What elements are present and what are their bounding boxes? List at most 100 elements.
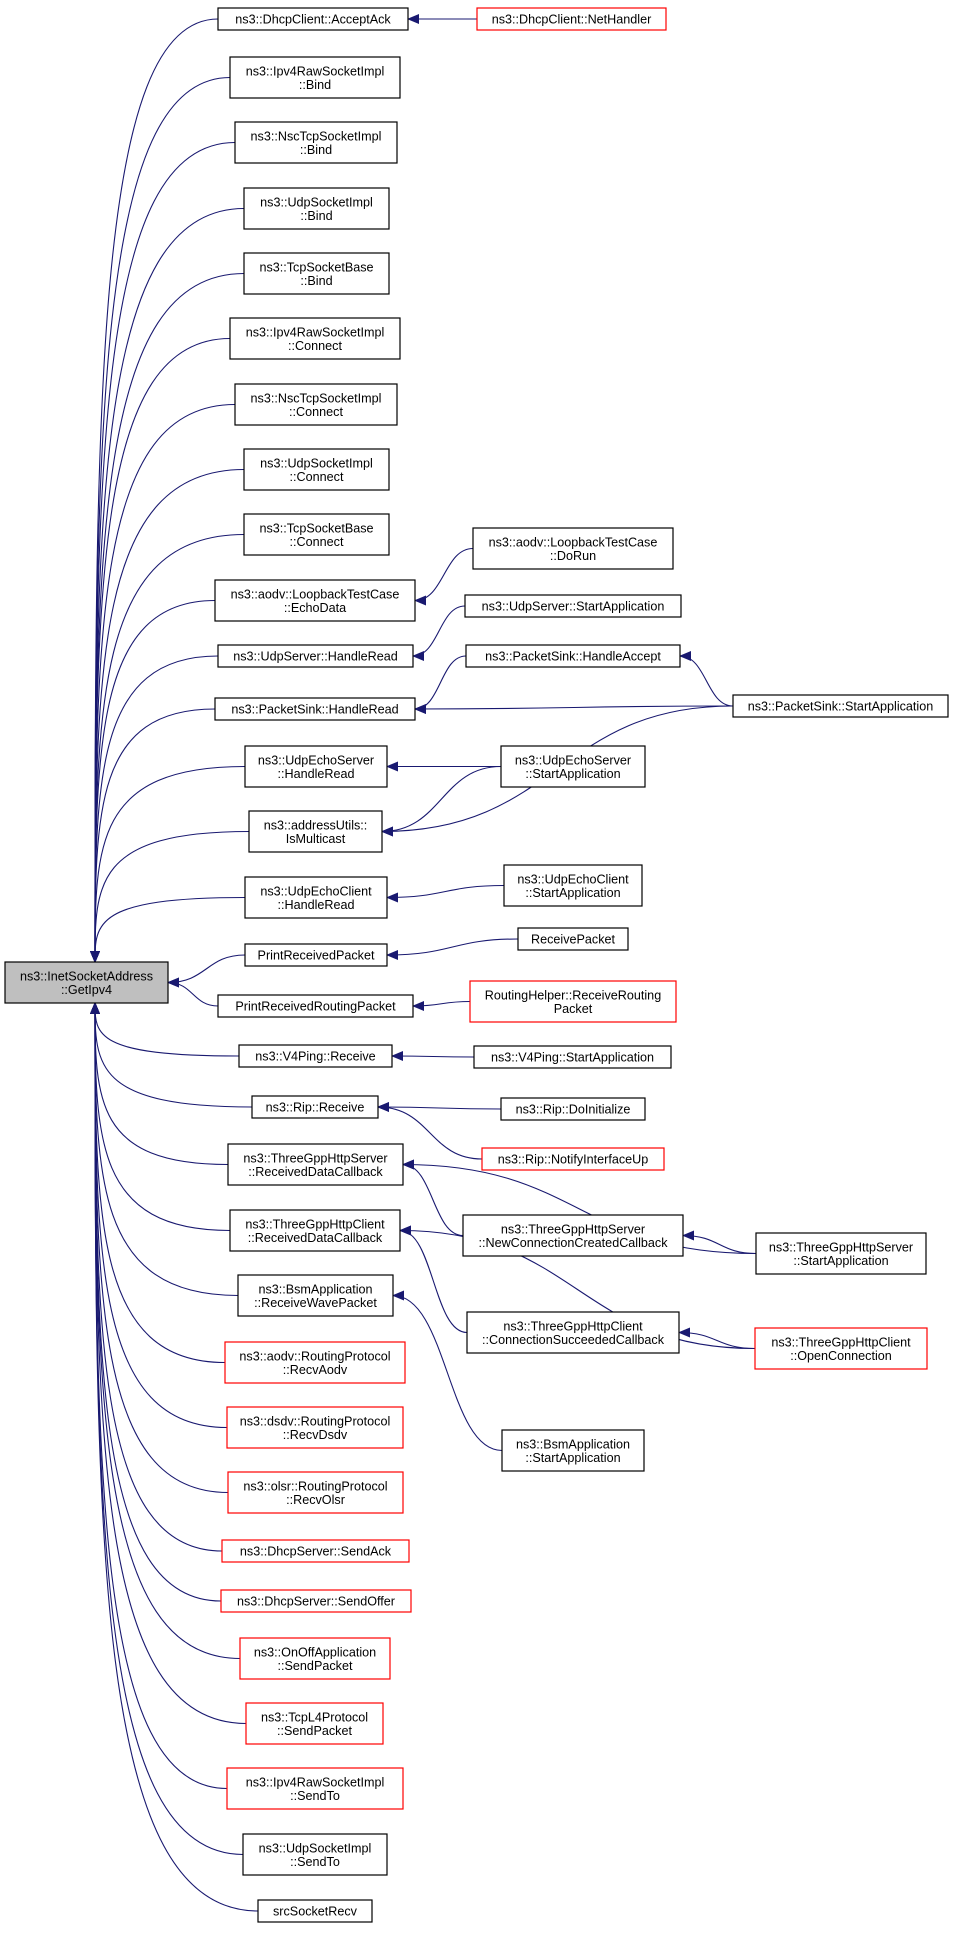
node-n23[interactable]: ns3::aodv::RoutingProtocol::RecvAodv [224,1341,406,1384]
node-n27[interactable]: ns3::DhcpServer::SendOffer [220,1589,412,1613]
node-n10[interactable]: ns3::aodv::LoopbackTestCase::EchoData [214,579,416,622]
node-n29[interactable]: ns3::TcpL4Protocol::SendPacket [245,1702,384,1745]
edge-r2-to-m12 [682,1230,757,1255]
node-n24[interactable]: ns3::dsdv::RoutingProtocol::RecvDsdv [226,1406,404,1449]
node-n15[interactable]: ns3::UdpEchoClient::HandleRead [244,876,388,919]
node-n1[interactable]: ns3::DhcpClient::AcceptAck [217,7,409,31]
node-m14[interactable]: ns3::BsmApplication::StartApplication [501,1429,645,1472]
node-box [464,594,682,618]
node-m10[interactable]: ns3::Rip::DoInitialize [500,1097,646,1121]
node-m1[interactable]: ns3::DhcpClient::NetHandler [476,7,667,31]
node-label: ns3::Rip::Receive [266,1101,365,1115]
node-n7[interactable]: ns3::NscTcpSocketImpl::Connect [234,383,398,426]
node-box [229,56,401,99]
node-label: ns3::aodv::RoutingProtocol [239,1349,390,1363]
node-box [220,1589,412,1613]
node-n13[interactable]: ns3::UdpEchoServer::HandleRead [244,745,388,788]
node-label: ::NewConnectionCreatedCallback [478,1236,668,1250]
node-label: ::OpenConnection [790,1349,892,1363]
node-m13[interactable]: ns3::ThreeGppHttpClient::ConnectionSucce… [466,1311,680,1354]
node-box [248,810,383,853]
node-box [466,1311,680,1354]
edge-n31-to-root [90,1002,244,1856]
node-n9[interactable]: ns3::TcpSocketBase::Connect [243,513,390,556]
node-label: ns3::UdpEchoClient [260,884,372,898]
edge-m7-to-n16 [386,938,519,960]
node-n21[interactable]: ns3::ThreeGppHttpClient::ReceivedDataCal… [229,1209,401,1252]
edge-n30-to-root [90,1002,228,1790]
node-n4[interactable]: ns3::UdpSocketImpl::Bind [243,187,390,230]
node-n18[interactable]: ns3::V4Ping::Receive [238,1044,393,1068]
node-n30[interactable]: ns3::Ipv4RawSocketImpl::SendTo [226,1767,404,1810]
node-root[interactable]: ns3::InetSocketAddress::GetIpv4 [4,961,169,1004]
node-n14[interactable]: ns3::addressUtils::IsMulticast [248,810,383,853]
node-n12[interactable]: ns3::PacketSink::HandleRead [214,697,416,721]
node-label: ns3::ThreeGppHttpServer [769,1240,913,1254]
node-n19[interactable]: ns3::Rip::Receive [251,1095,379,1119]
node-m2[interactable]: ns3::aodv::LoopbackTestCase::DoRun [472,527,674,570]
node-label: ns3::UdpSocketImpl [259,1841,372,1855]
edge-n25-to-root [90,1002,229,1494]
node-m6[interactable]: ns3::UdpEchoClient::StartApplication [503,864,643,907]
node-box [226,1767,404,1810]
edge-m14-to-n22 [392,1290,503,1452]
node-box [244,745,388,788]
node-m12[interactable]: ns3::ThreeGppHttpServer::NewConnectionCr… [462,1214,684,1257]
node-n3[interactable]: ns3::NscTcpSocketImpl::Bind [234,121,398,164]
node-r1[interactable]: ns3::PacketSink::StartApplication [732,694,949,718]
node-label: ::StartApplication [525,1451,620,1465]
node-m4[interactable]: ns3::PacketSink::HandleAccept [465,644,681,668]
node-n17[interactable]: PrintReceivedRoutingPacket [217,994,414,1018]
node-box [244,943,388,967]
node-n28[interactable]: ns3::OnOffApplication::SendPacket [239,1637,391,1680]
node-box [476,7,667,31]
edge-r2-to-n20 [402,1159,757,1255]
node-r2[interactable]: ns3::ThreeGppHttpServer::StartApplicatio… [755,1232,927,1275]
edge-r1-to-m4 [679,651,734,707]
node-m9[interactable]: ns3::V4Ping::StartApplication [473,1045,672,1069]
node-box [251,1095,379,1119]
node-n16[interactable]: PrintReceivedPacket [244,943,388,967]
node-n20[interactable]: ns3::ThreeGppHttpServer::ReceivedDataCal… [227,1143,404,1186]
node-label: ns3::ThreeGppHttpClient [503,1319,643,1333]
node-n26[interactable]: ns3::DhcpServer::SendAck [221,1539,410,1563]
node-n32[interactable]: srcSocketRecv [257,1899,373,1923]
node-label: ns3::UdpServer::StartApplication [482,600,665,614]
node-label: srcSocketRecv [273,1905,358,1919]
node-m3[interactable]: ns3::UdpServer::StartApplication [464,594,682,618]
node-box [754,1327,928,1370]
node-label: ::ReceivedDataCallback [248,1231,383,1245]
node-n31[interactable]: ns3::UdpSocketImpl::SendTo [242,1833,388,1876]
edge-m4-to-n12 [414,655,467,714]
node-label: ::Bind [299,78,331,92]
node-n2[interactable]: ns3::Ipv4RawSocketImpl::Bind [229,56,401,99]
node-box [234,383,398,426]
node-r3[interactable]: ns3::ThreeGppHttpClient::OpenConnection [754,1327,928,1370]
node-label: ns3::ThreeGppHttpServer [501,1222,645,1236]
node-label: ::GetIpv4 [61,983,112,997]
node-m11[interactable]: ns3::Rip::NotifyInterfaceUp [481,1147,665,1171]
node-box [214,697,416,721]
node-n6[interactable]: ns3::Ipv4RawSocketImpl::Connect [229,317,401,360]
node-n25[interactable]: ns3::olsr::RoutingProtocol::RecvOlsr [227,1471,404,1514]
node-box [243,252,390,295]
node-label: ns3::Ipv4RawSocketImpl [246,64,385,78]
node-box [239,1637,391,1680]
edge-n24-to-root [90,1002,228,1429]
node-label: ns3::V4Ping::StartApplication [491,1051,654,1065]
node-label: ns3::aodv::LoopbackTestCase [231,587,400,601]
node-m5[interactable]: ns3::UdpEchoServer::StartApplication [500,745,646,788]
node-box [221,1539,410,1563]
node-n22[interactable]: ns3::BsmApplication::ReceiveWavePacket [237,1274,394,1317]
node-n8[interactable]: ns3::UdpSocketImpl::Connect [243,448,390,491]
edge-m13-to-n21 [399,1225,468,1334]
node-n11[interactable]: ns3::UdpServer::HandleRead [217,644,414,668]
node-m7[interactable]: ReceivePacket [517,927,629,951]
node-n5[interactable]: ns3::TcpSocketBase::Bind [243,252,390,295]
edge-m3-to-n11 [412,605,466,661]
node-label: ns3::NscTcpSocketImpl [251,391,382,405]
node-box [224,1341,406,1384]
node-label: ::SendPacket [277,1724,352,1738]
